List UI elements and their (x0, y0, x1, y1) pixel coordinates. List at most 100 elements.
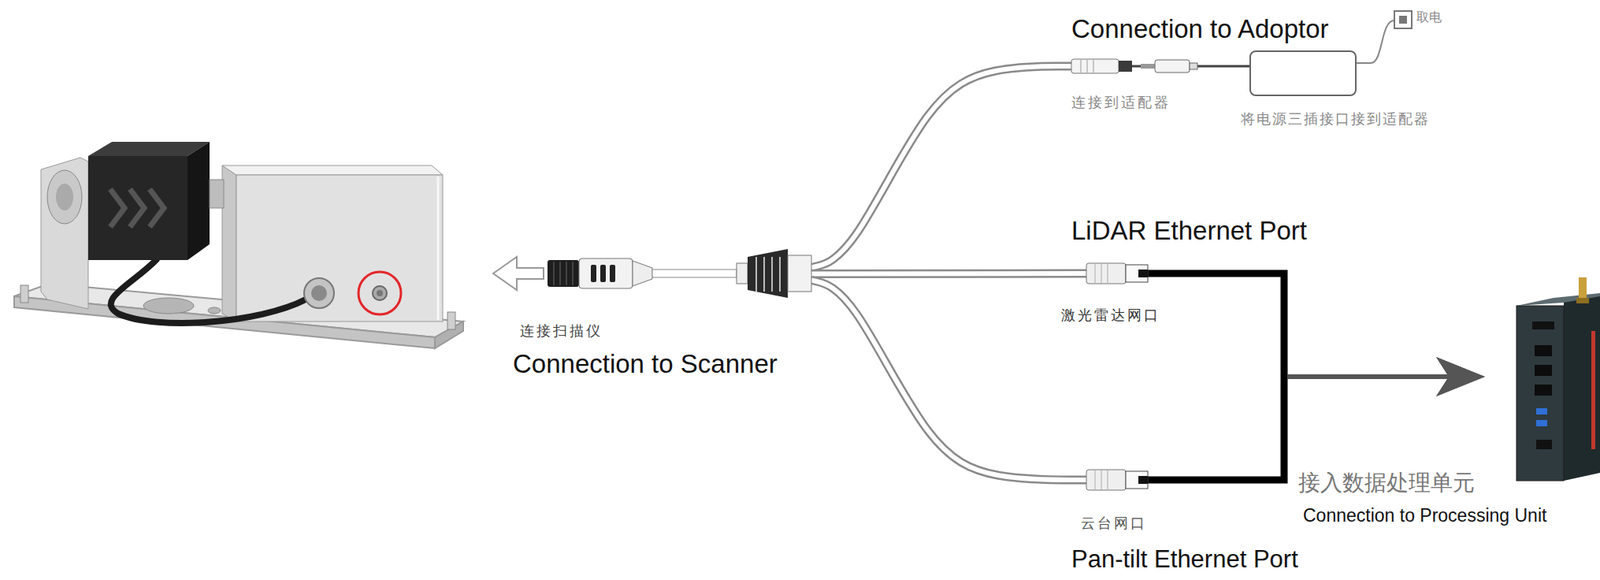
unit-stripe (1591, 330, 1596, 450)
chinese-label: 云台网口 (1080, 515, 1148, 532)
dc-pin (1140, 63, 1155, 69)
unit-top (1516, 293, 1600, 306)
arrow-shaft (1287, 374, 1449, 379)
plate-hole (207, 307, 221, 314)
rj45-rib (1107, 263, 1109, 283)
tilt-disc (47, 170, 82, 224)
rj45-contacts (1138, 475, 1148, 484)
pan-shaft (209, 179, 224, 208)
trunk-cable (652, 269, 737, 278)
bracket-line (1147, 273, 1285, 377)
chevron-mark (149, 189, 164, 227)
dc-socket (1071, 59, 1119, 74)
antenna (1578, 277, 1587, 300)
lidar-side (187, 141, 210, 260)
dc-socket-rib (1080, 59, 1082, 73)
lidar-front (88, 155, 188, 260)
connector-slot (600, 264, 606, 283)
cable-sheath (811, 66, 1072, 268)
internal-cable (111, 258, 306, 323)
chinese-label: 将电源三插接口接到适配器 (1240, 111, 1430, 128)
connector-slot (609, 264, 616, 283)
rj45-rib (1101, 470, 1103, 490)
cable-branch (811, 66, 1072, 268)
lidar-ethernet-plug: LiDAR Ethernet Port激光雷达网口 (1086, 259, 1148, 287)
rj45-contacts (1138, 269, 1148, 278)
scanner-socket-pin (376, 289, 383, 297)
splitter-rib (779, 256, 781, 292)
bracket-arrow (1147, 273, 1485, 397)
processing-unit: 接入数据处理单元Connection to Processing Unit (1484, 295, 1600, 480)
rj45-boot (1086, 263, 1126, 284)
splitter-body (747, 248, 788, 298)
cable-gland (304, 278, 335, 309)
knurled-nut (547, 259, 580, 287)
unit-front (1516, 305, 1564, 481)
knurl-line (565, 261, 568, 286)
splitter-ring (736, 263, 748, 284)
dc-socket-rib (1087, 59, 1088, 73)
rj45-head (1125, 471, 1148, 489)
dc-plug (1154, 59, 1190, 73)
cable-sheath (811, 280, 1087, 481)
cable-core (811, 270, 1087, 277)
english-label: Connection to Scanner (512, 348, 778, 379)
plate-hole (143, 297, 194, 314)
knurl-line (571, 261, 574, 286)
unit-port (1536, 439, 1552, 450)
unit-port (1536, 408, 1548, 415)
cable-core (811, 66, 1072, 268)
rj45-rib (1101, 263, 1103, 283)
yoke-bracket (40, 157, 89, 309)
dc-socket-tip (1118, 60, 1133, 72)
english-label: Pan-tilt Ethernet Port (1071, 545, 1299, 574)
housing-highlight (437, 176, 440, 320)
unit-port (1534, 364, 1552, 376)
power-plug-label: 取电 (1416, 10, 1442, 25)
bolt (447, 311, 456, 330)
rj45-rib (1095, 470, 1096, 490)
antenna-base (1576, 297, 1589, 304)
knurl-line (553, 261, 555, 286)
scanner-connector: 连接扫描仪Connection to Scanner (545, 256, 812, 291)
connector-neck (632, 260, 653, 286)
unit-side (1563, 294, 1600, 481)
tilt-hub (55, 183, 74, 211)
connector-slot (590, 264, 597, 283)
housing-front (236, 174, 443, 322)
english-label: Connection to Adoptor (1071, 14, 1330, 45)
arrow-shaft (1287, 374, 1449, 379)
cable-sheath (811, 269, 1087, 279)
english-label: LiDAR Ethernet Port (1071, 215, 1307, 246)
unit-port (1534, 345, 1552, 357)
splitter-rib (755, 256, 758, 292)
chevron-mark (129, 189, 145, 227)
power-adapter: 将电源三插接口接到适配器 (1249, 50, 1357, 97)
unit-port (1532, 321, 1555, 330)
pantilt-ethernet-plug: 云台网口Pan-tilt Ethernet Port (1086, 466, 1148, 494)
arrow-head (1436, 356, 1485, 397)
mains-plug-face (1399, 15, 1407, 24)
mains-cord (1356, 20, 1395, 64)
scanner-connector-illustration (547, 248, 812, 298)
housing-side (222, 165, 237, 322)
scanner-illustration (14, 141, 544, 349)
housing-top (222, 165, 443, 175)
hollow-arrow (493, 256, 544, 290)
rj45-rib (1107, 470, 1109, 490)
rj45-boot (1086, 469, 1126, 491)
connector-body (579, 258, 633, 289)
dc-plug-boot (1189, 63, 1198, 70)
english-label: Connection to Processing Unit (1303, 504, 1547, 526)
cable-branch (811, 280, 1087, 481)
splitter-outlet (787, 255, 812, 292)
chinese-label: 连接扫描仪 (519, 322, 603, 340)
cable-gland-core (311, 285, 327, 301)
bracket-arrow (1147, 356, 1485, 480)
processing-unit-illustration (1516, 277, 1600, 481)
bolt (20, 285, 29, 303)
scanner-socket (372, 285, 387, 301)
splitter-rib (763, 256, 765, 292)
chinese-label: 连接到适配器 (1071, 94, 1171, 112)
